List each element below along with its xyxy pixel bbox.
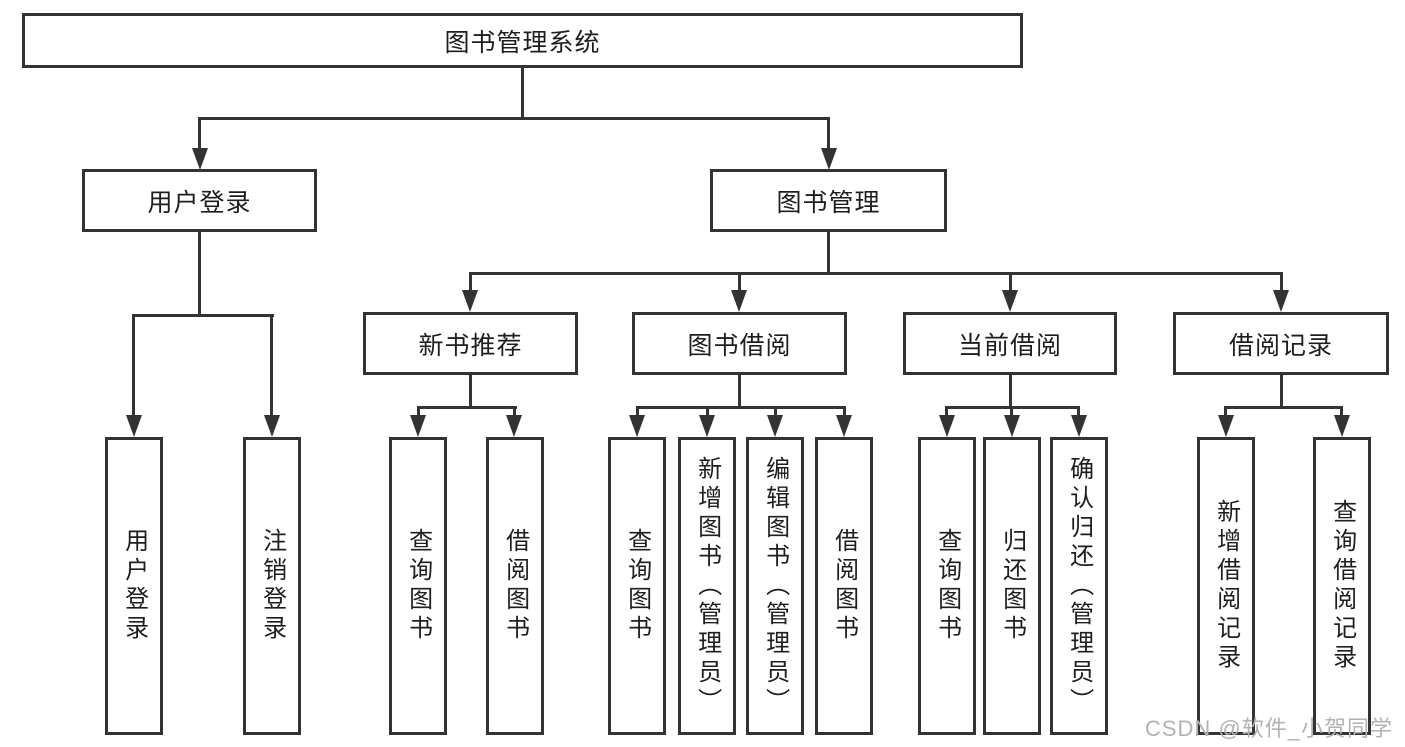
arrow-down-icon [264, 415, 280, 437]
connector-line [706, 406, 709, 417]
arrow-down-icon [699, 415, 715, 437]
node-book-management: 图书管理 [710, 169, 947, 232]
arrow-down-icon [731, 290, 747, 312]
arrow-down-icon [629, 415, 645, 437]
leaf-label: 确认归还（管理员） [1065, 455, 1093, 717]
arrow-down-icon [1004, 415, 1020, 437]
connector-line [270, 314, 273, 417]
connector-line [1224, 406, 1227, 417]
node-label: 用户登录 [147, 188, 252, 217]
leaf-borrow-books: 借阅图书 [815, 437, 873, 735]
connector-line [198, 117, 201, 150]
connector-line [1009, 375, 1012, 409]
arrow-down-icon [1273, 290, 1289, 312]
arrow-down-icon [939, 415, 955, 437]
leaf-label: 查询借阅记录 [1328, 499, 1356, 673]
leaf-return-books: 归还图书 [983, 437, 1041, 735]
leaf-query-books-current: 查询图书 [918, 437, 976, 735]
leaf-label: 查询图书 [623, 528, 651, 644]
leaf-query-borrow-record: 查询借阅记录 [1313, 437, 1371, 735]
leaf-logout: 注销登录 [243, 437, 301, 735]
leaf-borrow-books-recommend: 借阅图书 [486, 437, 544, 735]
connector-line [132, 314, 135, 417]
leaf-label: 借阅图书 [501, 528, 529, 644]
connector-line [1010, 406, 1013, 417]
arrow-down-icon [1334, 415, 1350, 437]
arrow-down-icon [410, 415, 426, 437]
connector-line [417, 406, 517, 409]
connector-line [636, 406, 845, 409]
connector-line [843, 406, 846, 417]
leaf-label: 用户登录 [120, 528, 148, 644]
connector-line [1009, 272, 1012, 292]
connector-line [521, 68, 524, 118]
leaf-label: 归还图书 [998, 528, 1026, 644]
node-label: 新书推荐 [418, 331, 523, 360]
arrow-down-icon [767, 415, 783, 437]
connector-line [132, 314, 274, 317]
node-borrow-records: 借阅记录 [1173, 312, 1389, 375]
connector-line [636, 406, 639, 417]
node-label: 图书管理系统 [444, 28, 601, 57]
connector-line [774, 406, 777, 417]
leaf-query-books-recommend: 查询图书 [389, 437, 447, 735]
node-new-book-recommend: 新书推荐 [363, 312, 578, 375]
leaf-label: 注销登录 [258, 528, 286, 644]
connector-line [469, 272, 1283, 275]
arrow-down-icon [836, 415, 852, 437]
leaf-label: 新增图书（管理员） [693, 455, 721, 717]
leaf-label: 新增借阅记录 [1212, 499, 1240, 673]
leaf-label: 查询图书 [404, 528, 432, 644]
leaf-label: 查询图书 [933, 528, 961, 644]
node-label: 当前借阅 [957, 331, 1062, 360]
connector-line [417, 406, 420, 417]
connector-line [198, 232, 201, 317]
leaf-add-books-admin: 新增图书（管理员） [678, 437, 736, 735]
connector-line [1280, 272, 1283, 292]
arrow-down-icon [192, 148, 208, 170]
connector-line [469, 272, 472, 292]
connector-line [945, 406, 948, 417]
node-user-login: 用户登录 [82, 169, 317, 232]
arrow-down-icon [1002, 290, 1018, 312]
node-current-borrowing: 当前借阅 [903, 312, 1117, 375]
connector-line [469, 375, 472, 409]
connector-line [513, 406, 516, 417]
leaf-label: 编辑图书（管理员） [761, 455, 789, 717]
connector-line [1224, 406, 1343, 409]
leaf-edit-books-admin: 编辑图书（管理员） [746, 437, 804, 735]
leaf-query-books-borrowing: 查询图书 [608, 437, 666, 735]
connector-line [1280, 375, 1283, 409]
leaf-label: 借阅图书 [830, 528, 858, 644]
connector-line [738, 375, 741, 409]
node-label: 图书借阅 [687, 331, 792, 360]
arrow-down-icon [1071, 415, 1087, 437]
connector-line [1077, 406, 1080, 417]
leaf-confirm-return-admin: 确认归还（管理员） [1050, 437, 1108, 735]
arrow-down-icon [506, 415, 522, 437]
csdn-watermark: CSDN @软件_小贺同学 [1144, 716, 1393, 741]
node-library-management-system: 图书管理系统 [22, 13, 1023, 68]
connector-line [827, 232, 830, 275]
connector-line [827, 117, 830, 150]
arrow-down-icon [126, 415, 142, 437]
arrow-down-icon [462, 290, 478, 312]
connector-line [198, 117, 830, 120]
node-label: 图书管理 [776, 188, 881, 217]
node-label: 借阅记录 [1228, 331, 1333, 360]
node-book-borrowing: 图书借阅 [632, 312, 847, 375]
leaf-user-login: 用户登录 [105, 437, 163, 735]
arrow-down-icon [821, 148, 837, 170]
connector-line [738, 272, 741, 292]
leaf-add-borrow-record: 新增借阅记录 [1197, 437, 1255, 735]
connector-line [1340, 406, 1343, 417]
arrow-down-icon [1218, 415, 1234, 437]
